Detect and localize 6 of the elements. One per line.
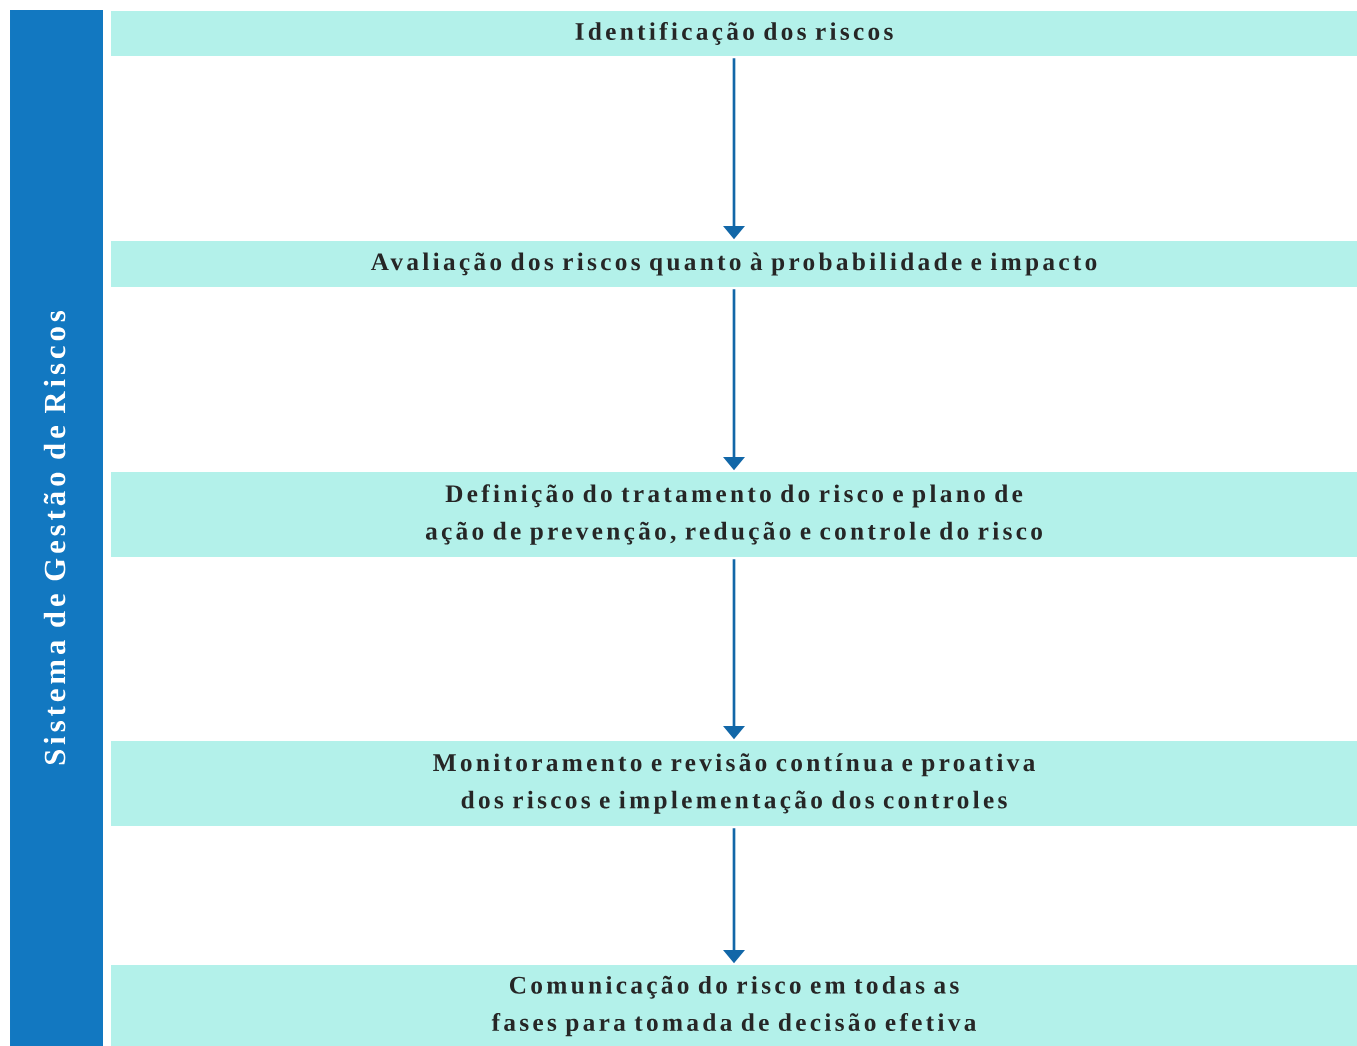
step-box: Monitoramento e revisão contínua e proativa dos riscos e implementação dos controles: [111, 741, 1357, 826]
step-box: Identificação dos riscos: [111, 11, 1357, 56]
side-band: Sistema de Gestão de Riscos: [10, 10, 103, 1046]
step-box: Definição do tratamento do risco e plano de ação de prevenção, redução e controle do risco: [111, 472, 1357, 557]
step-box: Comunicação do risco em todas as fases para tomada de decisão efetiva: [111, 965, 1357, 1046]
step-box: Avaliação dos riscos quanto à probabilidade e impacto: [111, 241, 1357, 287]
